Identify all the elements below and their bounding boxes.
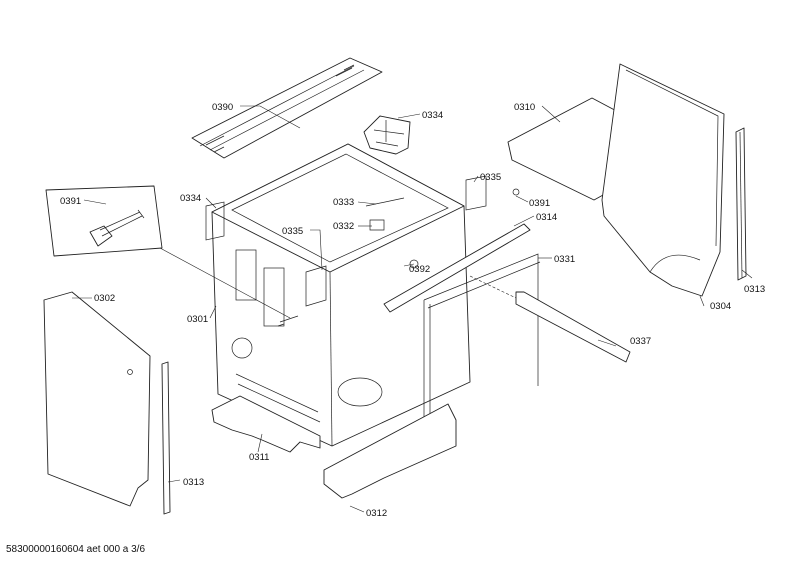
label-0311: 0311 (249, 452, 269, 463)
part-0337-rail (469, 275, 631, 363)
label-0390: 0390 (212, 102, 233, 113)
label-0312: 0312 (366, 508, 387, 519)
part-0302-door-panel (43, 291, 151, 507)
label-0333: 0333 (333, 197, 354, 208)
label-0392: 0392 (409, 264, 430, 275)
label-0391-box: 0391 (60, 196, 81, 207)
label-0313-left: 0313 (183, 477, 204, 488)
label-0310: 0310 (514, 102, 535, 113)
part-0390-top-plate (191, 57, 383, 159)
small-parts (205, 175, 520, 327)
part-0301-tub (211, 143, 471, 447)
label-0337: 0337 (630, 336, 651, 347)
label-0304: 0304 (710, 301, 731, 312)
part-0391-detail-box (45, 185, 163, 257)
label-0334-top: 0334 (422, 110, 443, 121)
label-0335-right: 0335 (480, 172, 501, 183)
label-0301: 0301 (187, 314, 208, 325)
leader-lines (72, 105, 753, 513)
label-0332: 0332 (333, 221, 354, 232)
label-0313-right: 0313 (744, 284, 765, 295)
part-0311-base-strip (211, 395, 321, 453)
part-0313-left-strip (161, 361, 171, 515)
label-0335-center: 0335 (282, 226, 303, 237)
label-0391-right: 0391 (529, 198, 550, 209)
label-0331: 0331 (554, 254, 575, 265)
part-0312-base-strip (323, 403, 457, 499)
label-0334-left: 0334 (180, 193, 201, 204)
part-0334-top-bracket (363, 115, 411, 155)
part-0331-frame (423, 253, 541, 444)
part-0304-side-panel (601, 63, 725, 297)
part-0314-rail (383, 223, 531, 313)
document-reference: 58300000160604 aet 000 a 3/6 (6, 544, 146, 555)
label-0302: 0302 (94, 293, 115, 304)
label-0314: 0314 (536, 212, 557, 223)
part-0313-right-strip (735, 127, 747, 281)
